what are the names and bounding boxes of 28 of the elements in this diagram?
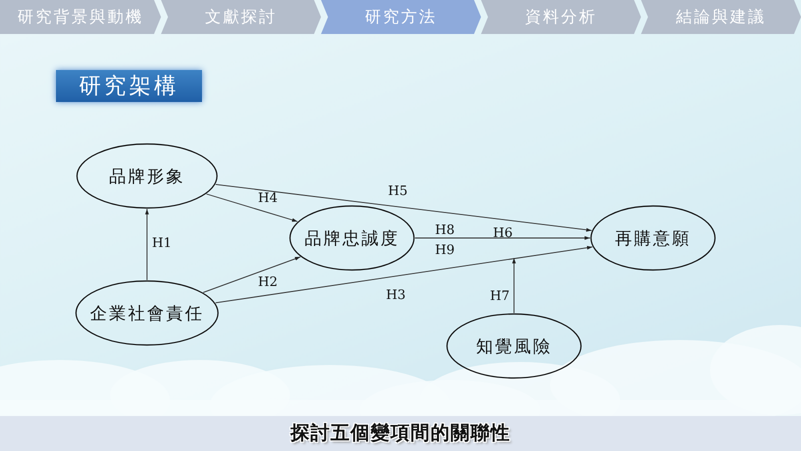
arrow [215,246,593,304]
variable-label: 知覺風險 [476,336,552,358]
arrow [202,256,301,293]
hypothesis-label: H7 [490,290,510,303]
hypothesis-label: H3 [386,289,406,302]
arrow [206,194,298,222]
title-banner: 研究架構 [56,70,202,102]
arrow [145,208,149,280]
step-label: 研究背景與動機 [18,6,144,28]
variable-label: 品牌形象 [109,166,185,188]
variable-label: 再購意願 [615,228,691,250]
arrow [215,184,592,232]
hypothesis-label: H4 [258,192,278,205]
step-label: 結論與建議 [676,6,766,28]
variable-label: 企業社會責任 [90,302,204,324]
hypothesis-label: H1 [152,237,172,250]
hypothesis-label: H6 [493,227,513,240]
arrow [512,258,516,314]
caption: 探討五個變項間的關聯性 [290,422,510,444]
step-label: 資料分析 [525,6,597,28]
step-label: 文獻探討 [205,6,277,28]
hypothesis-label: H8 [435,224,455,237]
arrow [414,236,590,240]
hypothesis-label: H9 [435,244,455,257]
hypothesis-label: H2 [258,276,278,289]
hypothesis-label: H5 [388,185,408,198]
step-label: 研究方法 [365,6,437,28]
variable-label: 品牌忠誠度 [304,228,400,250]
